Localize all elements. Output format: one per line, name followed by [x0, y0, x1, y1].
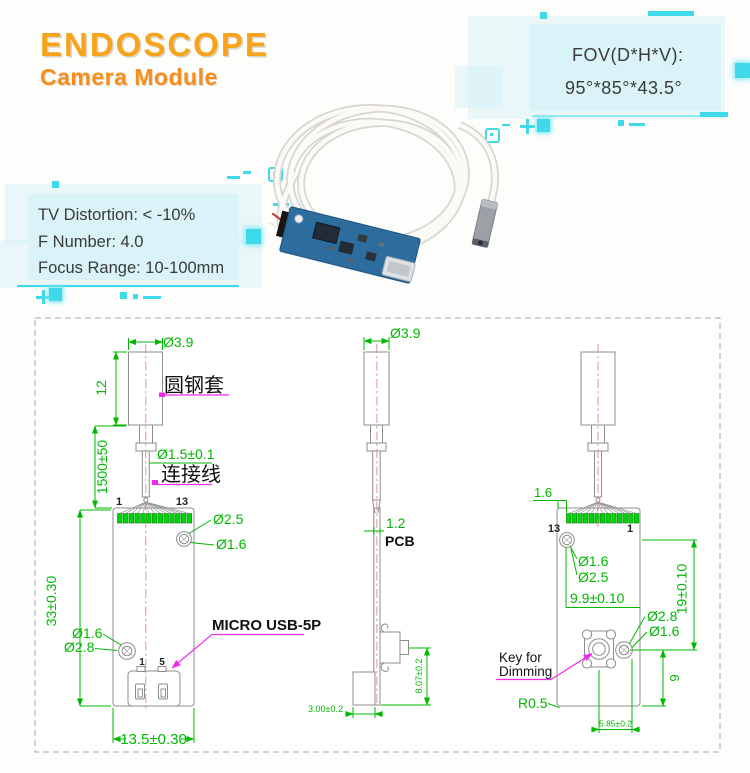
- pcb-chip: [312, 221, 341, 245]
- side-view: Ø3.9 1.2 PCB 8.07±0.2 3.00±0.2: [308, 325, 431, 718]
- dim-corner-radius: R0.5: [518, 695, 548, 711]
- deco-square: [540, 12, 547, 19]
- back-view: 1.6 Ø1.6 Ø2.5 9.9±0.10 19±0.10 Ø2.8 Ø1.6…: [496, 344, 697, 733]
- deco-plus-icon: [520, 119, 535, 134]
- label-pcb: PCB: [385, 533, 415, 549]
- label-pin-13-back: 13: [548, 523, 560, 535]
- label-pin-1: 1: [116, 496, 122, 508]
- back-key-button: [581, 629, 617, 669]
- side-dimensions: Ø3.9 1.2 PCB 8.07±0.2 3.00±0.2: [308, 325, 431, 718]
- front-hole-bottom: [118, 642, 136, 660]
- dim-key-bottom: 9: [667, 674, 682, 681]
- deco-square: [246, 229, 261, 244]
- dim-hole-pitch: 9.9±0.10: [570, 590, 625, 606]
- deco-plus-icon: [36, 290, 50, 304]
- label-dimming: Dimming: [499, 664, 552, 679]
- front-usb-connector: [127, 666, 181, 707]
- dim-body-width: 13.5±0.30: [120, 731, 187, 748]
- deco-square: [52, 181, 59, 188]
- dim-hole-right-inner: Ø1.6: [649, 623, 680, 639]
- label-connecting-wire: 连接线: [161, 463, 221, 486]
- dim-key-height: 8.07±0.2: [414, 659, 424, 694]
- fov-label: FOV(D*H*V):: [572, 45, 684, 65]
- dim-sleeve-length: 12: [93, 380, 109, 396]
- fov-value: 95°*85°*43.5°: [565, 78, 683, 98]
- dim-sleeve-diameter-side: Ø3.9: [390, 325, 421, 341]
- pcb-module: [267, 206, 421, 284]
- dim-hole-top-outer: Ø2.5: [213, 511, 244, 527]
- dim-pin-offset: 1.6: [534, 485, 552, 500]
- dim-hole-span: 19±0.10: [674, 564, 690, 615]
- page-subtitle: Camera Module: [40, 64, 218, 90]
- deco-line: [17, 285, 239, 287]
- deco-square: [618, 120, 624, 126]
- camera-head: [471, 199, 498, 248]
- product-photo: [267, 104, 499, 284]
- spec-tv-distortion: TV Distortion: < -10%: [38, 206, 196, 224]
- leader-marker: [159, 392, 165, 397]
- dim-usb-protrusion: 3.00±0.2: [308, 704, 343, 714]
- dim-sleeve-diameter: Ø3.9: [163, 334, 194, 350]
- dim-body-length: 33±0.30: [43, 576, 59, 627]
- deco-bar: [648, 11, 694, 16]
- deco-faint-square: [455, 66, 503, 108]
- deco-square: [120, 292, 127, 299]
- label-pin-1-back: 1: [627, 523, 633, 535]
- deco-bar: [700, 112, 728, 117]
- pcb-chip: [338, 240, 355, 255]
- dim-key-offset: 5.85±0.2: [599, 719, 632, 729]
- deco-line: [532, 115, 722, 117]
- back-hole-top: [559, 532, 575, 548]
- deco-dash: [243, 171, 251, 174]
- spec-focus-range: Focus Range: 10-100mm: [38, 259, 225, 277]
- front-view: Ø3.9 12 1500±50 Ø1.5±0.1 33±0.30 Ø2.5 Ø1…: [43, 334, 321, 748]
- deco-square: [133, 294, 138, 299]
- side-usb-edge: [352, 671, 376, 706]
- deco-square: [49, 288, 62, 301]
- deco-square: [537, 119, 550, 132]
- front-pin-header: [117, 513, 193, 524]
- dim-hole-bot-outer: Ø2.8: [64, 639, 95, 655]
- side-cable-taper: [372, 499, 381, 514]
- label-key-for: Key for: [499, 650, 542, 665]
- leader-marker: [152, 480, 158, 485]
- label-usb-pin-1: 1: [139, 657, 145, 668]
- deco-square: [735, 63, 750, 78]
- specs-panel: TV Distortion: < -10% F Number: 4.0 Focu…: [28, 194, 239, 280]
- dim-hole-right-outer: Ø2.8: [647, 608, 678, 624]
- back-hole-right: [615, 641, 633, 659]
- dim-cable-length: 1500±50: [94, 440, 110, 495]
- back-wire-fan: [568, 501, 637, 514]
- side-key-button: [379, 623, 409, 672]
- label-micro-usb: MICRO USB-5P: [212, 617, 321, 634]
- deco-target-icon: [485, 128, 500, 143]
- deco-dash: [227, 176, 240, 179]
- front-wire-fan: [119, 501, 190, 514]
- label-pin-13: 13: [176, 496, 188, 508]
- fov-panel: FOV(D*H*V): 95°*85°*43.5°: [529, 24, 721, 111]
- page-title: ENDOSCOPE: [40, 26, 269, 63]
- dim-hole-bot-inner: Ø1.6: [72, 625, 103, 641]
- dim-hole-top-inner: Ø1.6: [216, 536, 247, 552]
- dim-hole-top-outer-back: Ø2.5: [578, 569, 609, 585]
- dim-pcb-thickness: 1.2: [386, 515, 406, 531]
- deco-dash: [629, 123, 645, 126]
- spec-f-number: F Number: 4.0: [38, 232, 144, 251]
- front-dimensions: Ø3.9 12 1500±50 Ø1.5±0.1 33±0.30 Ø2.5 Ø1…: [43, 334, 247, 748]
- pcb-white-wire: [267, 221, 278, 228]
- label-steel-sleeve: 圆钢套: [164, 374, 224, 397]
- label-usb-pin-5: 5: [159, 657, 165, 668]
- back-dimensions: 1.6 Ø1.6 Ø2.5 9.9±0.10 19±0.10 Ø2.8 Ø1.6…: [518, 485, 697, 733]
- back-labels: 13 1 Key for Dimming: [496, 523, 633, 681]
- pcb-red-wire: [271, 212, 281, 221]
- deco-dash: [143, 296, 161, 299]
- dim-hole-top-inner-back: Ø1.6: [578, 553, 609, 569]
- deco-dash: [502, 124, 510, 126]
- front-labels: 圆钢套 连接线 1 13 MICRO USB-5P 1 5: [116, 374, 321, 669]
- front-hole-top: [176, 531, 192, 547]
- dim-cable-diameter: Ø1.5±0.1: [157, 446, 215, 462]
